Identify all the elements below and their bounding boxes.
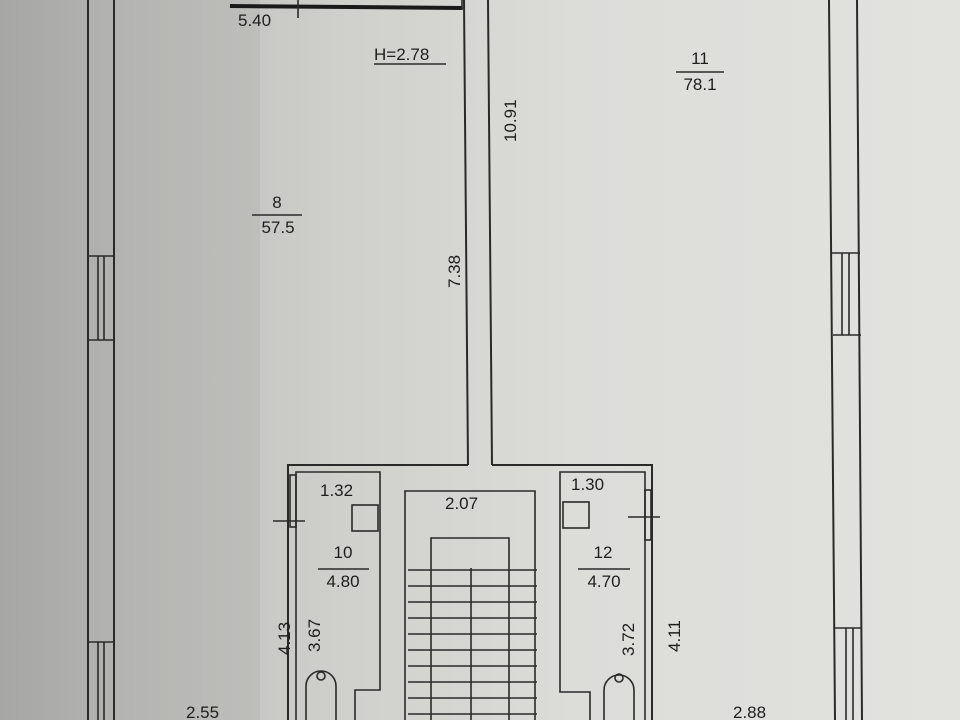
room-10-area: 4.80 — [326, 572, 359, 591]
dimension-bath10-outer: 4.13 — [275, 622, 294, 655]
dimension-bottom-right: 2.88 — [733, 703, 766, 720]
dimension-bath12-inner: 3.72 — [619, 623, 638, 656]
dimension-bath12-width: 1.30 — [571, 475, 604, 494]
room-11-number: 11 — [691, 49, 709, 68]
room-8-area: 57.5 — [261, 218, 294, 237]
right-exterior-wall — [828, 0, 863, 720]
dimension-corridor-left: 7.38 — [445, 255, 464, 288]
ceiling-height: H=2.78 — [374, 45, 429, 64]
top-wall — [229, 0, 463, 18]
corridor-walls — [287, 0, 653, 720]
dimension-bottom-left: 2.55 — [186, 703, 219, 720]
room-10-number: 10 — [334, 543, 353, 562]
toilet-icon — [603, 673, 635, 720]
dimension-top-left: 5.40 — [238, 11, 271, 30]
bathroom-10 — [273, 471, 381, 720]
room-12-area: 4.70 — [587, 572, 620, 591]
dimension-bath12-outer: 4.11 — [665, 620, 684, 652]
left-exterior-wall — [87, 0, 115, 720]
dimension-stair-width: 2.07 — [445, 494, 478, 513]
toilet-icon — [305, 670, 337, 720]
room-11-area: 78.1 — [683, 75, 716, 94]
room-8-number: 8 — [272, 193, 281, 212]
dimension-corridor-right: 10.91 — [501, 99, 520, 142]
shadow — [0, 0, 260, 720]
dimension-bath10-inner: 3.67 — [305, 619, 324, 652]
staircase — [404, 490, 537, 720]
bathroom-12 — [559, 471, 660, 720]
room-12-number: 12 — [594, 543, 613, 562]
dimension-bath10-width: 1.32 — [320, 481, 353, 500]
